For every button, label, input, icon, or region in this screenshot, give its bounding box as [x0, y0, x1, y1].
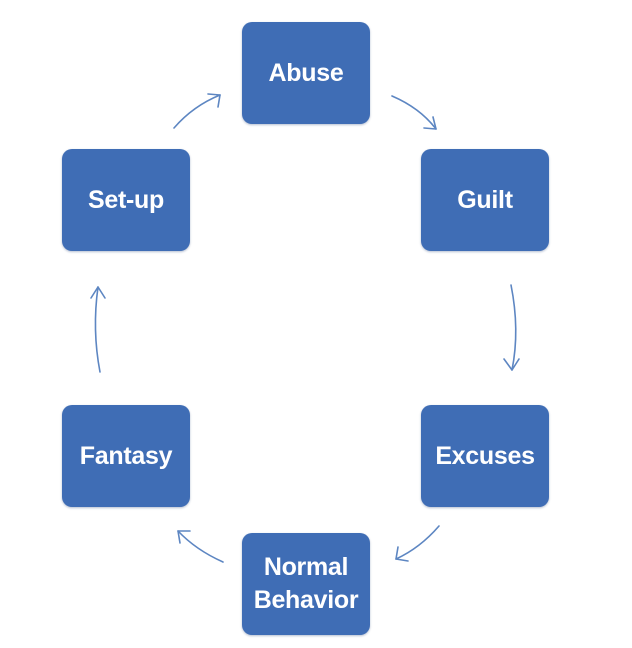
node-setup: Set-up: [62, 149, 190, 251]
arrow-excuses-to-normal-behavior: [395, 525, 440, 562]
arrow-fantasy-to-setup: [90, 286, 106, 373]
node-fantasy: Fantasy: [62, 405, 190, 507]
arrow-normal-behavior-to-fantasy: [177, 530, 224, 563]
arrow-abuse-to-guilt: [391, 95, 437, 130]
node-excuses: Excuses: [421, 405, 549, 507]
node-normal-behavior: Normal Behavior: [242, 533, 370, 635]
arrow-guilt-to-excuses: [503, 284, 520, 371]
arrow-setup-to-abuse: [173, 93, 221, 129]
node-abuse: Abuse: [242, 22, 370, 124]
node-guilt: Guilt: [421, 149, 549, 251]
